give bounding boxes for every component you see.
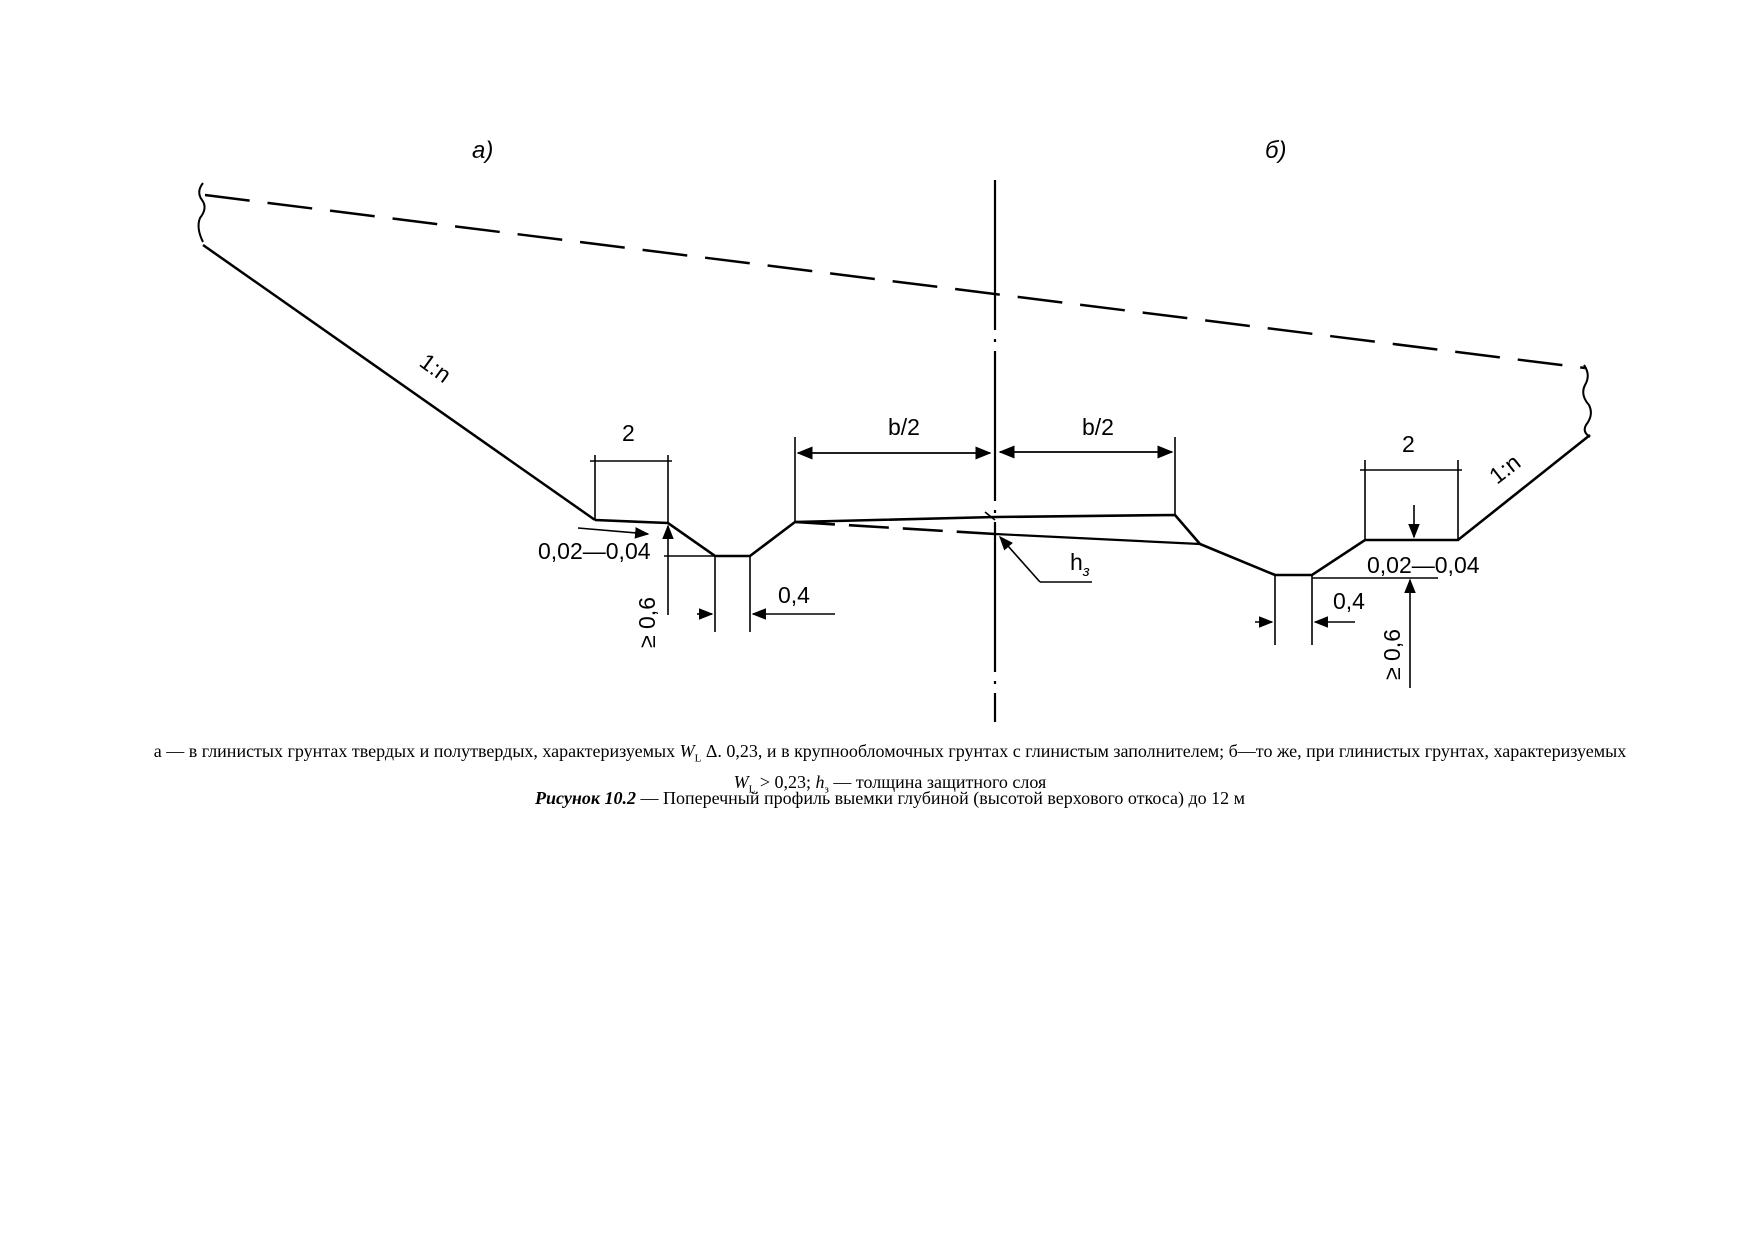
cross-section-diagram: а) б) 2 b/2 b/2 0,02—0,04 ≥ 0,6 0,4 hз 2 — [197, 137, 1592, 722]
panel-b-label: б) — [1265, 137, 1287, 164]
right-break-mark — [1582, 364, 1592, 438]
ground-line — [204, 193, 1586, 370]
berm-right-dimension: 2 — [1402, 431, 1415, 457]
ditch-bottom-left-dimension: 0,4 — [778, 582, 810, 608]
fall-left-dimension: 0,02—0,04 — [538, 538, 651, 564]
left-slope — [202, 243, 596, 522]
right-protective-layer — [994, 532, 1201, 546]
slope-left-label: 1:n — [415, 348, 456, 388]
ditch-depth-left-dimension: ≥ 0,6 — [634, 597, 660, 648]
left-profile — [594, 515, 996, 558]
figure-legend: а — в глинистых грунтах твердых и полутв… — [153, 741, 1627, 796]
half-width-right-dimension: b/2 — [1082, 414, 1114, 440]
panel-a-label: а) — [472, 137, 493, 164]
figure-caption: Рисунок 10.2 — Поперечный профиль выемки… — [150, 787, 1630, 810]
figure-title: — Поперечный профиль выемки глубиной (вы… — [635, 788, 1246, 808]
layer-thickness-label: hз — [1070, 549, 1090, 580]
half-width-left-dimension: b/2 — [888, 414, 920, 440]
left-break-mark — [197, 182, 206, 243]
left-protective-layer — [794, 520, 996, 536]
slope-right-label: 1:n — [1484, 449, 1525, 489]
berm-left-dimension: 2 — [622, 420, 635, 446]
ditch-depth-right-dimension: ≥ 0,6 — [1379, 629, 1405, 680]
right-profile — [994, 433, 1591, 577]
ditch-bottom-right-dimension: 0,4 — [1333, 588, 1365, 614]
figure-number: Рисунок 10.2 — [534, 788, 636, 808]
fall-right-dimension: 0,02—0,04 — [1367, 552, 1480, 578]
